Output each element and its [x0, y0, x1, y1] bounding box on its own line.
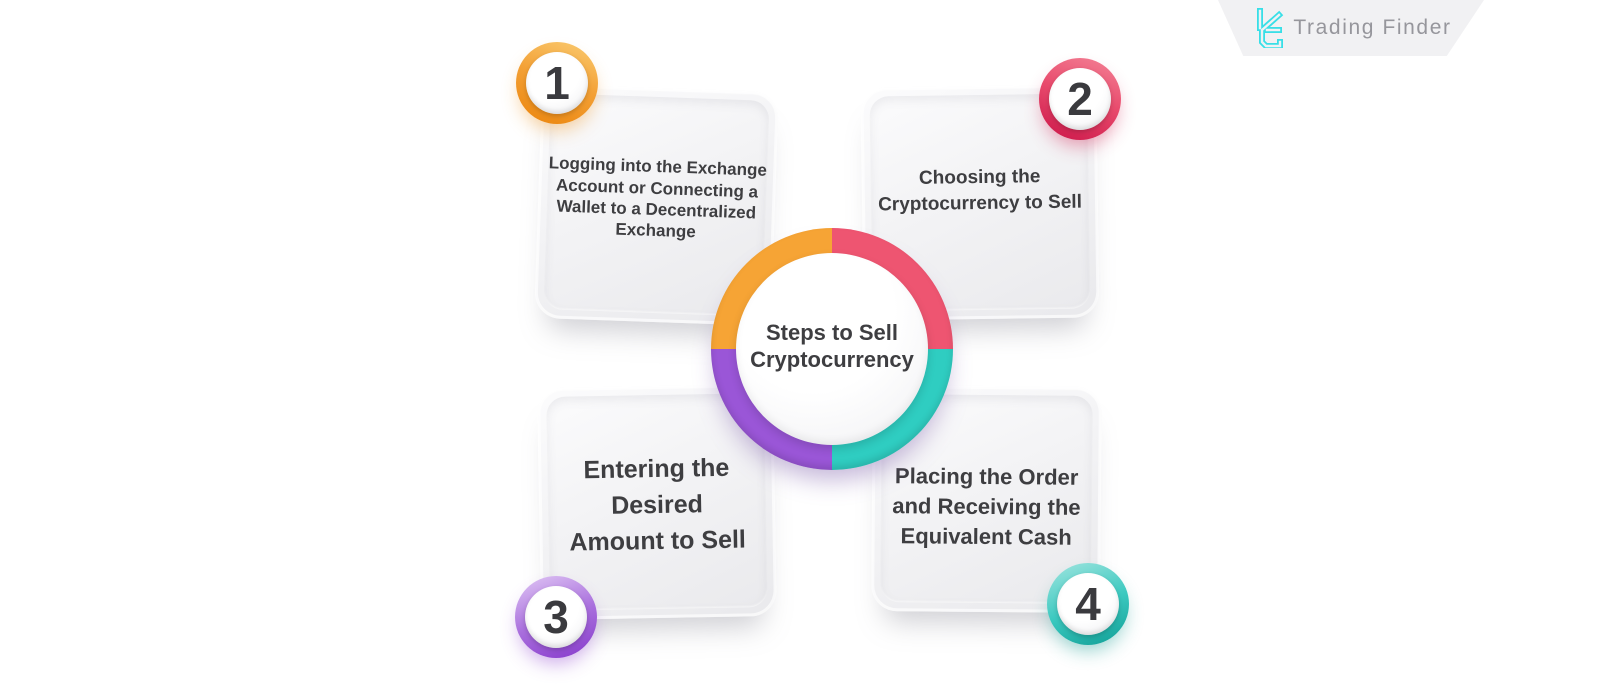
step-4-number: 4	[1075, 578, 1101, 630]
step-1-badge-face: 1	[526, 52, 588, 114]
step-2-badge: 2	[1039, 58, 1121, 140]
step-1-text: Logging into the Exchange Account or Con…	[548, 153, 768, 242]
brand-banner: Trading Finder	[1218, 0, 1484, 56]
step-1-number: 1	[544, 57, 570, 109]
step-1-badge: 1	[516, 42, 598, 124]
step-3-badge-face: 3	[525, 586, 587, 648]
step-2-badge-face: 2	[1049, 68, 1111, 130]
center-ring: Steps to Sell Cryptocurrency	[711, 228, 953, 470]
step-4-badge: 4	[1047, 563, 1129, 645]
step-3-number: 3	[543, 591, 569, 643]
step-4-text: Placing the Order and Receiving the Equi…	[892, 463, 1081, 550]
brand-name: Trading Finder	[1293, 16, 1452, 39]
step-3-text: Entering the Desired Amount to Sell	[569, 453, 747, 557]
infographic-title: Steps to Sell Cryptocurrency	[750, 319, 914, 373]
step-2-number: 2	[1067, 73, 1093, 125]
trading-finder-logo-icon	[1257, 8, 1284, 48]
step-4-badge-face: 4	[1057, 573, 1119, 635]
step-3-badge: 3	[515, 576, 597, 658]
step-2-text: Choosing the Cryptocurrency to Sell	[877, 166, 1083, 215]
center-circle: Steps to Sell Cryptocurrency	[736, 253, 928, 445]
